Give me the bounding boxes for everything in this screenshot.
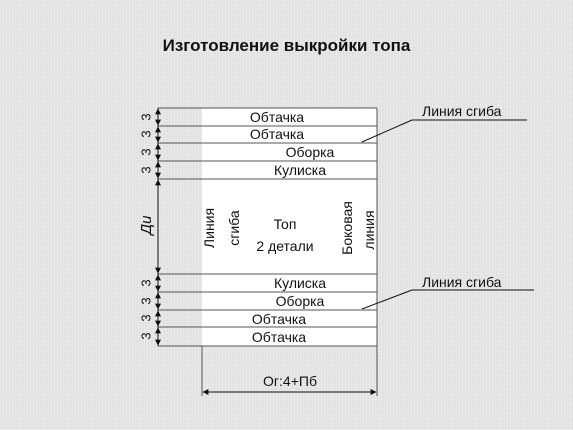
fold-callouts <box>361 119 534 310</box>
strip-lines <box>158 107 378 396</box>
fold-line-label-bottom: Линия сгиба <box>422 274 502 290</box>
strip-label-4: Кулиска <box>274 162 326 178</box>
height-label: 3 <box>138 314 153 321</box>
fold-line-label-top: Линия сгиба <box>422 103 502 119</box>
width-label: Ог:4+Пб <box>263 373 317 389</box>
strip-height-labels: 3 3 3 3 3 3 3 3 Ди <box>138 113 155 339</box>
fold-line-vertical-2: сгиба <box>226 210 242 246</box>
diagram-title: Изготовление выкройки топа <box>162 36 411 55</box>
strip-label-2: Обтачка <box>250 126 304 142</box>
pattern-body <box>202 108 377 346</box>
height-label: 3 <box>138 148 153 155</box>
fold-line-vertical-1: Линия <box>201 208 217 248</box>
center-label-2: 2 детали <box>256 238 313 254</box>
strip-label-8: Обтачка <box>252 329 306 345</box>
strip-label-1: Обтачка <box>250 109 304 125</box>
strip-label-6: Оборка <box>276 293 325 309</box>
center-label-1: Топ <box>274 216 297 232</box>
strip-labels: Обтачка Обтачка Оборка Кулиска Кулиска О… <box>250 109 335 345</box>
height-label: 3 <box>138 297 153 304</box>
height-label: 3 <box>138 332 153 339</box>
height-label: 3 <box>138 130 153 137</box>
height-label: 3 <box>138 279 153 286</box>
strip-label-5: Кулиска <box>274 275 326 291</box>
strip-label-7: Обтачка <box>252 311 306 327</box>
height-label: 3 <box>138 113 153 120</box>
side-line-vertical-1: Боковая <box>339 201 355 255</box>
length-label: Ди <box>138 215 155 237</box>
height-label: 3 <box>138 166 153 173</box>
middle-labels: Линия сгиба Топ 2 детали Боковая линия <box>201 201 377 255</box>
strip-label-3: Оборка <box>286 144 335 160</box>
side-line-vertical-2: линия <box>361 210 377 249</box>
